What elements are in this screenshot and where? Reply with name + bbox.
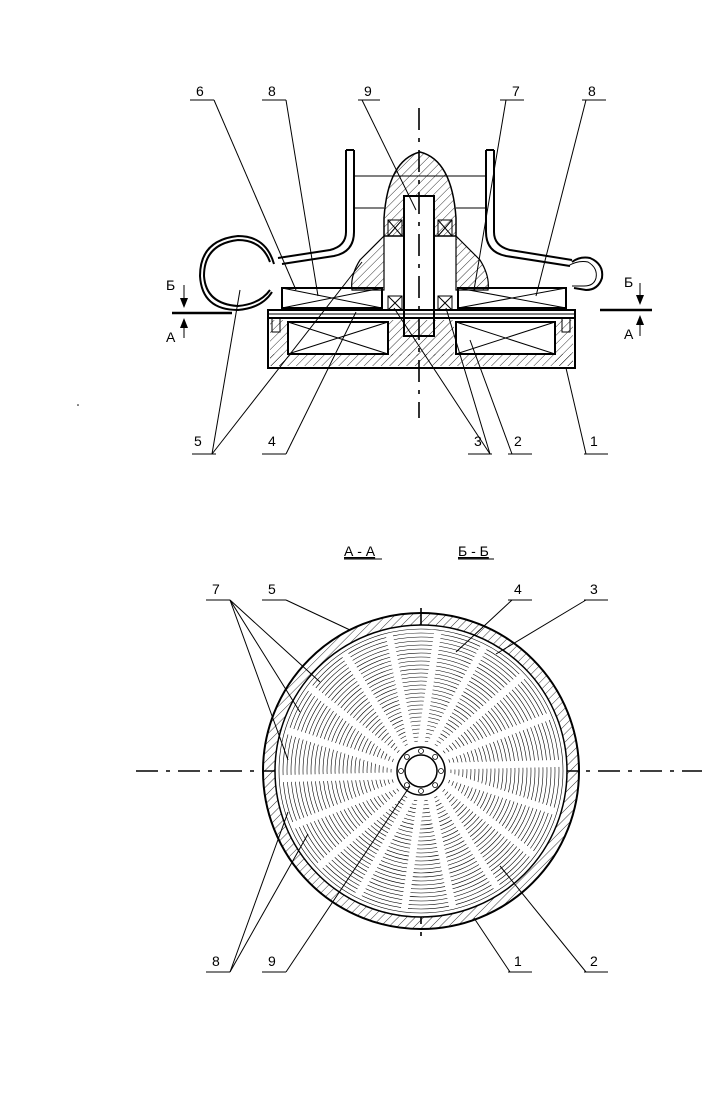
groove-ring [282,632,560,910]
concentric-grooves [278,628,564,914]
groove-ring [338,688,504,854]
groove-ring [354,704,488,838]
hub-hole [438,768,444,774]
vane [385,634,415,746]
callout-8-right: 8 [588,83,596,99]
groove-ring [334,684,508,858]
groove-ring [290,640,552,902]
callout-4: 4 [268,433,276,449]
vane [341,651,406,752]
groove-ring [366,716,476,826]
cut-line-left: Б А [166,277,232,345]
cut-label-right-upper: Б [624,274,633,290]
vane [354,795,415,898]
groove-ring [310,660,532,882]
groove-ring [350,700,492,842]
groove-ring [302,652,540,890]
callout-2: 2 [514,433,522,449]
cut-label-left-lower: А [166,329,176,345]
plan-callout-2: 2 [590,953,598,969]
vane [436,790,501,891]
hub-hole [398,768,404,774]
groove-ring [326,676,516,866]
plan-callout-5: 5 [268,581,276,597]
vane [281,772,394,783]
groove-ring [298,648,544,894]
vane [447,772,557,815]
callout-1: 1 [590,433,598,449]
callout-3: 3 [474,433,482,449]
vane [427,644,488,747]
callout-5: 5 [194,433,202,449]
leaders-bottom: 5 4 3 2 1 [192,261,608,455]
groove-ring [306,656,536,886]
plan-callout-3: 3 [590,581,598,597]
vanes [281,631,561,911]
vane [427,796,457,908]
vane [448,759,561,770]
hub-hole [432,754,439,760]
callout-6: 6 [196,83,204,99]
cut-line-right: Б А [600,274,652,342]
lower-coils [287,321,556,355]
vane [400,798,425,911]
upper-coils [281,287,567,309]
callout-9: 9 [364,83,372,99]
inlet-casing [277,149,573,267]
plan-leaders-bottom: 8 9 1 2 [206,785,608,973]
sectional-view: Б А Б А 6 8 9 7 8 [77,83,652,455]
plan-leaders-top: 7 5 4 3 [206,581,608,761]
cut-label-left-upper: Б [166,277,175,293]
leaders-top: 6 8 9 7 8 [190,83,606,297]
vane [306,684,399,760]
cut-label-right-lower: А [624,326,634,342]
groove-ring [346,696,496,846]
groove-ring [318,668,524,874]
impeller-hub [351,151,489,291]
hub-hole [432,782,439,788]
plan-callout-8: 8 [212,953,220,969]
vane [285,727,395,770]
volute [198,234,604,312]
groove-ring [278,628,564,914]
callout-7: 7 [512,83,520,99]
plan-callout-9: 9 [268,953,276,969]
hub-hole [418,788,424,794]
groove-ring [314,664,528,878]
plan-callout-4: 4 [514,581,522,597]
groove-ring [286,636,556,906]
hub-hole [418,748,424,754]
callout-8-left: 8 [268,83,276,99]
groove-ring [322,672,520,870]
shaft [403,195,435,337]
groove-ring [330,680,512,862]
disc-plate [267,309,576,333]
groove-ring [362,712,480,830]
groove-ring [294,644,548,898]
section-label-bb: Б - Б [458,543,489,559]
hub-hole [403,754,410,760]
groove-ring [358,708,484,834]
vane [443,782,536,858]
plan-callout-7: 7 [212,581,220,597]
vane [443,712,552,761]
groove-ring [342,692,500,850]
hub-holes [398,748,444,794]
vane [290,781,399,830]
vane [417,631,442,744]
plan-view: 7 5 4 3 8 9 1 2 [136,581,702,973]
vane [316,789,406,870]
section-label-aa: А - А [344,543,376,559]
hub-inner [404,754,438,788]
hub-hole [403,782,410,788]
vane [436,672,526,753]
plan-callout-1: 1 [514,953,522,969]
